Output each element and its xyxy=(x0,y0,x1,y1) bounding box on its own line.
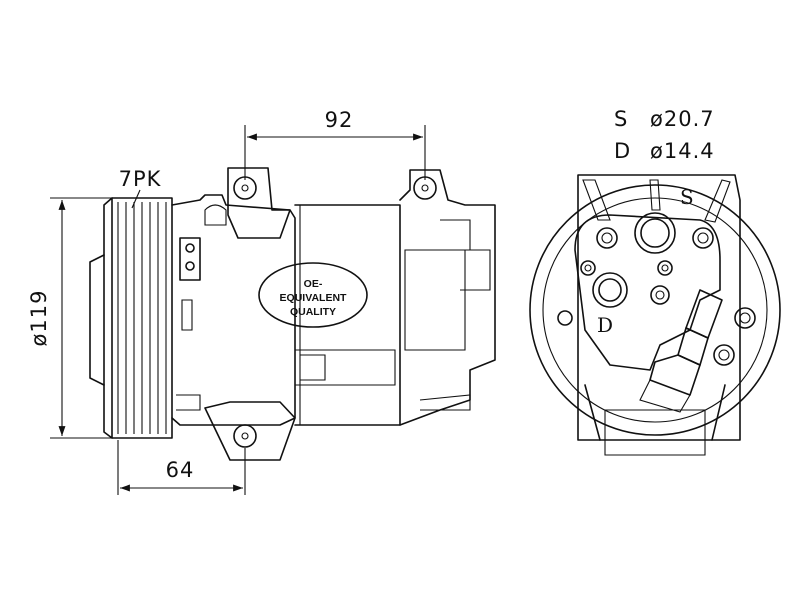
suction-marker: S xyxy=(680,185,695,209)
dim-92-label: 92 xyxy=(325,108,354,132)
pulley-grooves-label: 7PK xyxy=(119,167,162,191)
mount-lug-top xyxy=(227,167,291,239)
badge-line-3: QUALITY xyxy=(290,306,336,318)
dim-119-label: ø119 xyxy=(27,290,51,347)
dim-pulley-diameter: ø119 xyxy=(27,197,112,439)
grooves-leader xyxy=(131,189,141,209)
discharge-spec-label: D xyxy=(614,139,631,163)
suction-spec-label: S xyxy=(614,107,628,131)
badge-line-1: OE- xyxy=(304,278,323,290)
pressure-switch xyxy=(639,289,723,413)
discharge-marker: D xyxy=(597,313,614,337)
bolt-holes xyxy=(557,227,756,366)
side-view: OE- EQUIVALENT QUALITY 92 7PK ø119 64 xyxy=(27,108,496,495)
dim-64-label: 64 xyxy=(166,458,195,482)
suction-spec-value: ø20.7 xyxy=(650,107,715,131)
discharge-spec-value: ø14.4 xyxy=(650,139,715,163)
pulley xyxy=(89,197,173,439)
compressor-body xyxy=(294,204,401,426)
discharge-port xyxy=(592,272,628,308)
oe-badge: OE- EQUIVALENT QUALITY xyxy=(258,262,368,328)
dim-top-width: 92 xyxy=(244,108,426,180)
mount-lug-bottom xyxy=(204,401,296,461)
rear-view: S D S ø20.7 D ø14.4 xyxy=(529,107,781,456)
badge-line-2: EQUIVALENT xyxy=(280,292,347,304)
dim-pulley-offset: 64 xyxy=(117,440,246,495)
rear-housing xyxy=(399,169,496,426)
suction-port xyxy=(634,212,676,254)
